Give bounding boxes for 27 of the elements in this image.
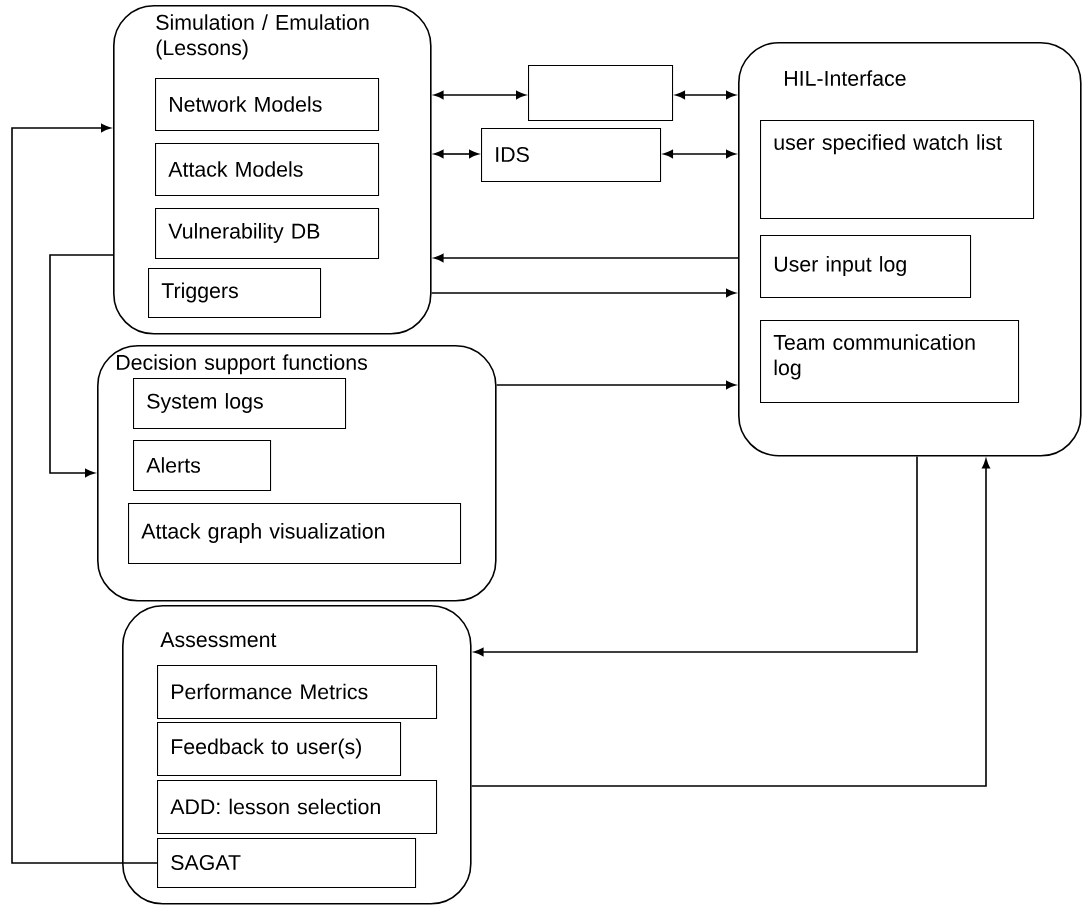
item-box: IDS (481, 128, 662, 183)
arrow (675, 90, 736, 100)
item-box: Attack Models (155, 143, 380, 197)
item-box: Team communication log (760, 320, 1020, 404)
arrow (434, 90, 526, 100)
item-box: ADD: lesson selection (157, 780, 438, 835)
arrow (495, 380, 736, 390)
item-box: SAGAT (157, 838, 417, 889)
blank-box (528, 65, 674, 122)
arrow (434, 149, 479, 159)
arrow (663, 149, 736, 159)
arrow (434, 253, 739, 263)
arrow (11, 123, 158, 864)
item-box: Triggers (148, 268, 322, 319)
item-box: Vulnerability DB (155, 208, 380, 260)
item-box: User input log (760, 235, 972, 299)
item-box: Performance Metrics (157, 665, 438, 720)
arrow (430, 288, 736, 298)
item-box: Alerts (133, 440, 272, 492)
item-box: Network Models (155, 78, 380, 132)
arrow (470, 459, 991, 787)
item-box: Feedback to user(s) (157, 722, 402, 777)
arrow (49, 254, 114, 478)
item-box: System logs (133, 378, 347, 430)
item-box: Attack graph visualization (128, 503, 462, 565)
item-box: user specified watch list (760, 120, 1035, 220)
arrow (474, 455, 918, 657)
